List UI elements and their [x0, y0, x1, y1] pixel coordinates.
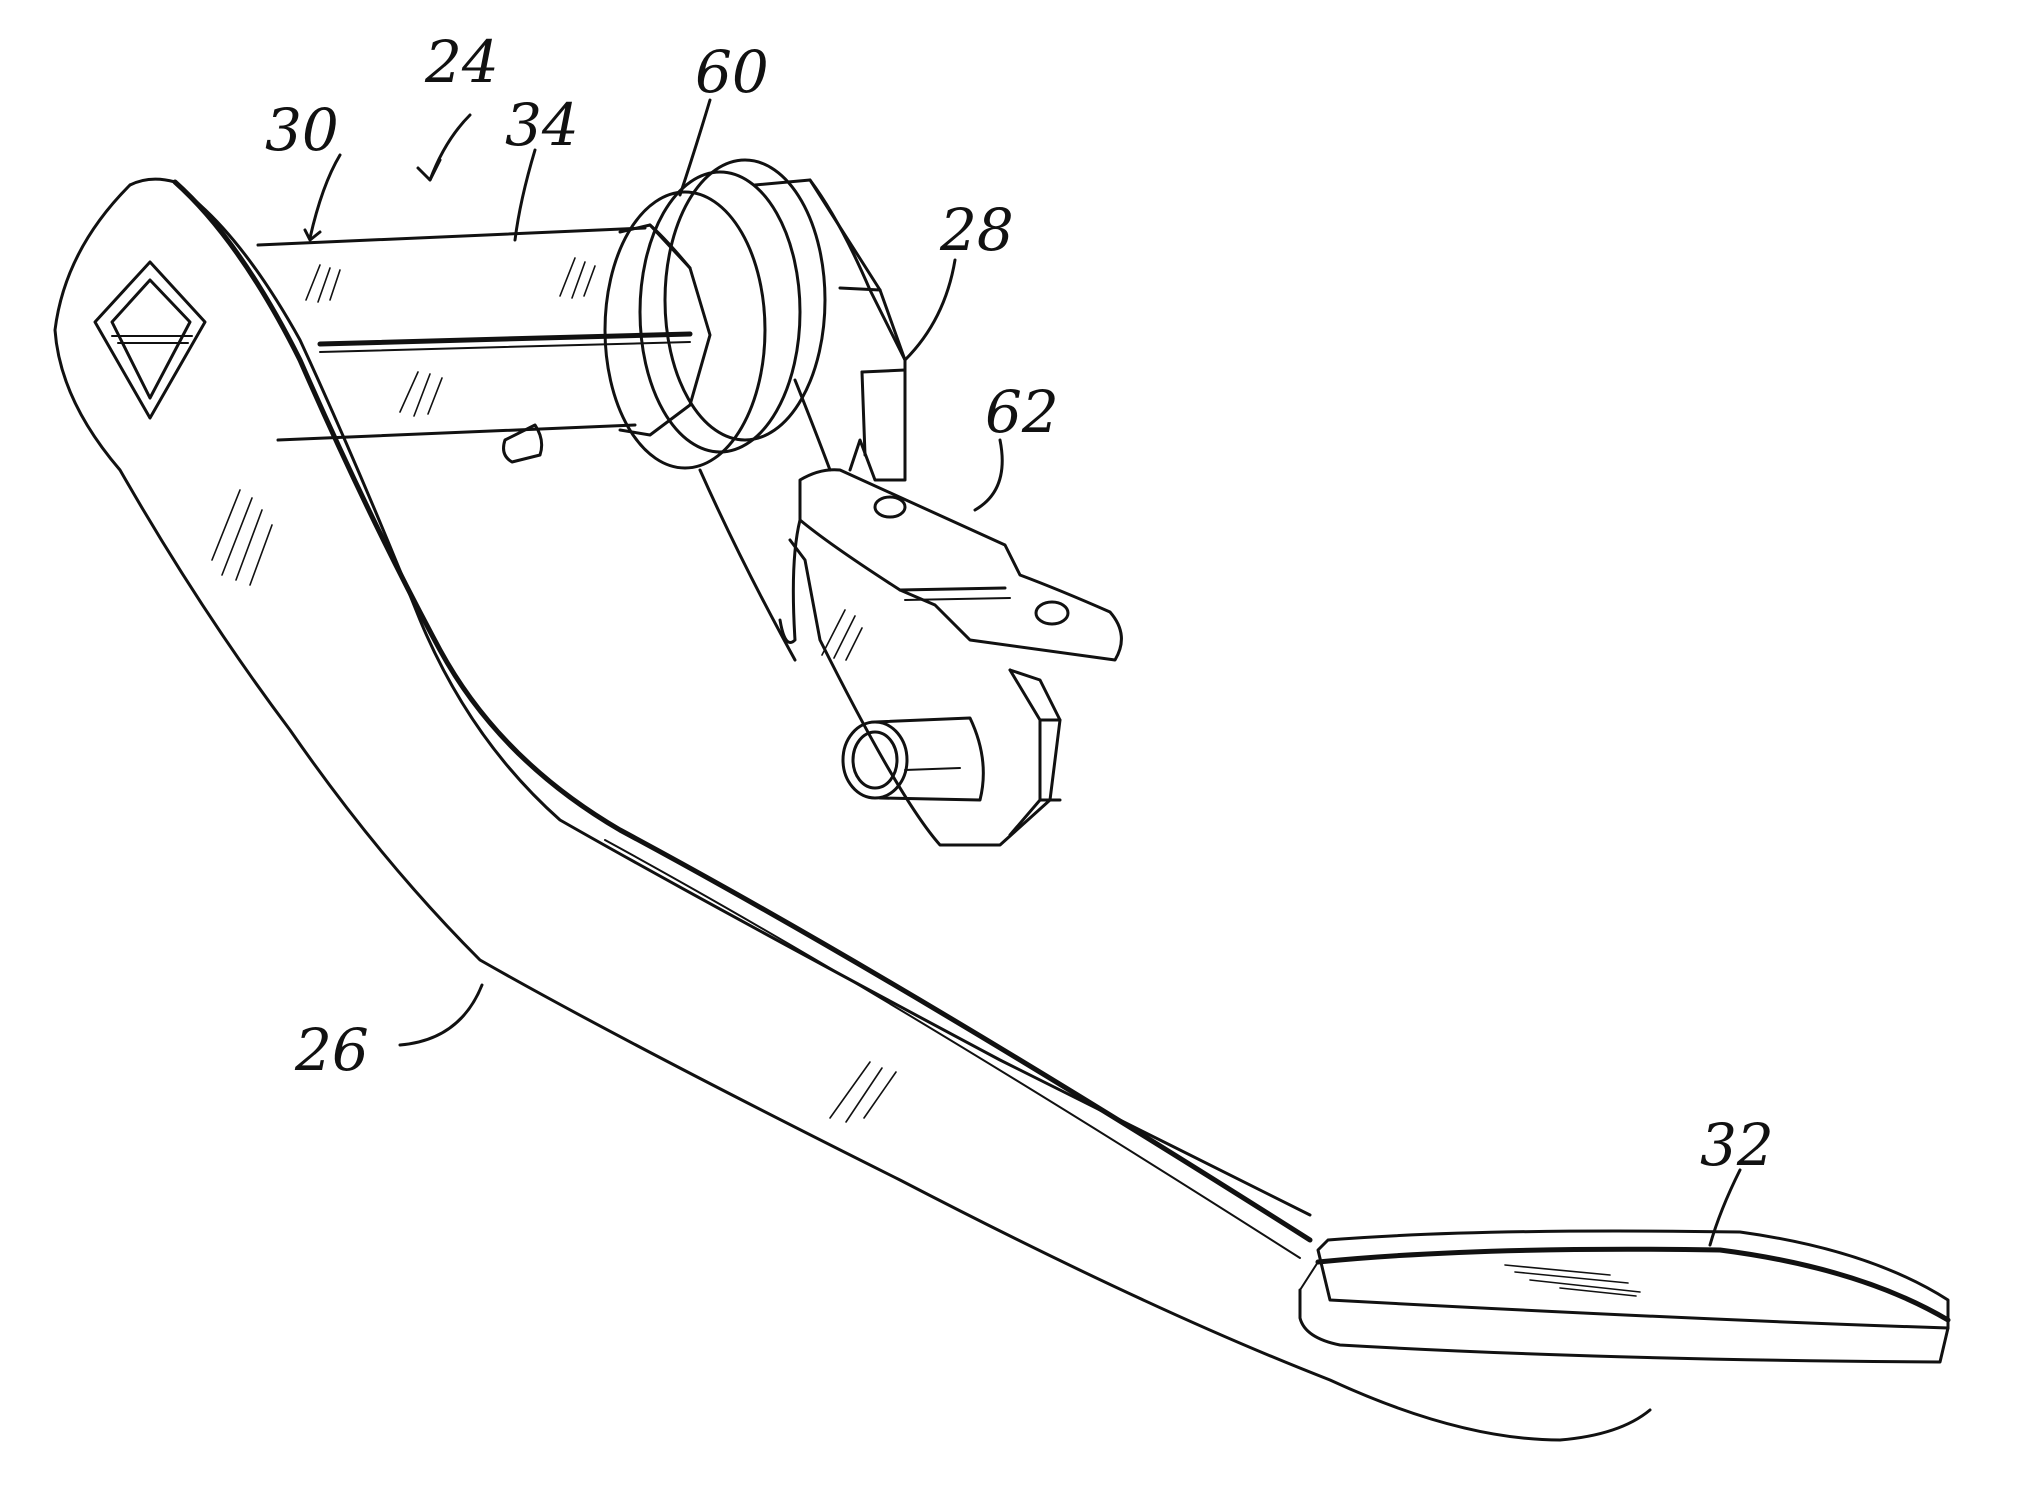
label-28: 28: [939, 196, 1014, 264]
label-34: 34: [505, 91, 579, 159]
leader-26: [400, 985, 482, 1045]
pad-hatching: [1505, 1265, 1640, 1296]
leader-lines: [305, 100, 1740, 1245]
bracket: [755, 180, 905, 480]
leader-28: [905, 260, 955, 360]
reference-numerals: 24 30 34 60 28 62 26 32: [265, 28, 1774, 1179]
pedal-arm: [55, 179, 1650, 1440]
label-60: 60: [695, 38, 769, 106]
spring: [605, 160, 830, 660]
label-26: 26: [294, 1016, 369, 1084]
leader-62: [975, 440, 1002, 510]
leader-30: [310, 155, 340, 238]
leader-60: [680, 100, 710, 195]
label-24: 24: [424, 28, 499, 96]
pedal-pad: [1300, 1231, 1948, 1362]
label-62: 62: [985, 378, 1059, 446]
lever: [780, 470, 1121, 660]
lower-bracket: [790, 540, 1060, 845]
leader-34: [515, 150, 535, 240]
leader-32: [1710, 1170, 1740, 1245]
bracket-hatching: [822, 610, 862, 660]
label-32: 32: [1700, 1111, 1774, 1179]
label-30: 30: [265, 96, 339, 164]
